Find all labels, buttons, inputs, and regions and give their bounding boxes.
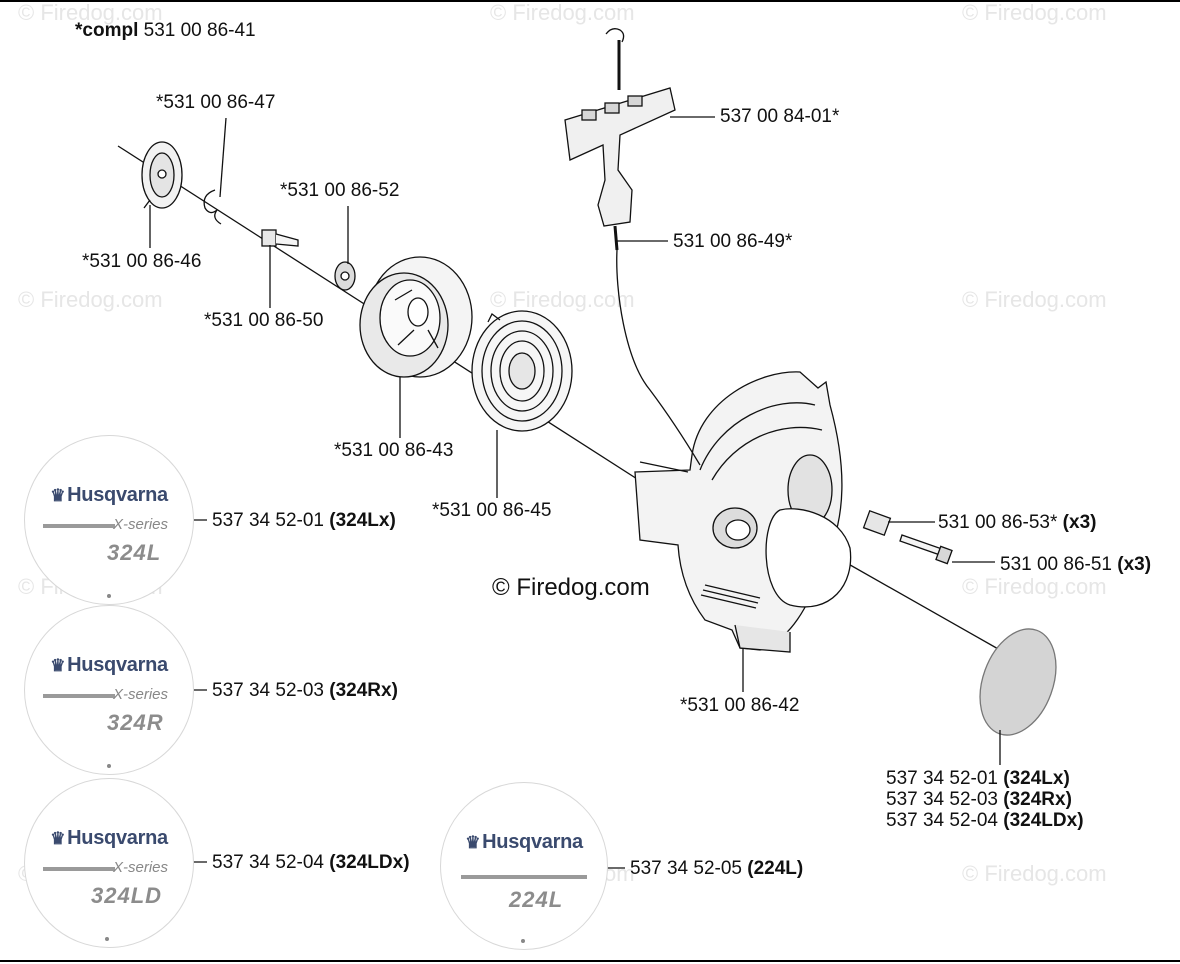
center-watermark: © Firedog.com xyxy=(492,574,650,601)
leader-47 xyxy=(219,117,227,198)
part-label-50: *531 00 86-50 xyxy=(204,310,324,331)
watermark: © Firedog.com xyxy=(490,287,635,312)
pawl-plate xyxy=(141,141,183,209)
decal-series: X-series xyxy=(113,516,169,533)
watermark: © Firedog.com xyxy=(962,861,1107,886)
bottom-border xyxy=(0,960,1180,962)
pawl xyxy=(334,261,356,291)
husqvarna-logo: ♛Husqvarna xyxy=(50,654,168,676)
starter-housing xyxy=(634,371,852,653)
decal-label-2: 537 34 52-03 (324Rx) xyxy=(212,680,398,701)
decal-stripe xyxy=(43,694,115,698)
decal-series: X-series xyxy=(113,686,169,703)
watermark: © Firedog.com xyxy=(490,0,635,25)
decal-stripe xyxy=(461,875,587,879)
part-label-46: *531 00 86-46 xyxy=(82,251,202,272)
watermark: © Firedog.com xyxy=(962,0,1107,25)
part-label-45: *531 00 86-45 xyxy=(432,500,552,521)
compl-label: *compl 531 00 86-41 xyxy=(75,20,256,41)
spring-clip xyxy=(203,189,222,225)
decal-label-4: 537 34 52-05 (224L) xyxy=(630,858,804,879)
decal-label-3: 537 34 52-04 (324LDx) xyxy=(212,852,410,873)
cover-decal-item: 537 34 52-01 (324Lx) xyxy=(886,768,1070,789)
watermark: © Firedog.com xyxy=(18,0,163,25)
crown-icon: ♛ xyxy=(465,833,481,852)
housing-screw xyxy=(899,534,953,565)
decal-324r: ♛Husqvarna X-series 324R xyxy=(24,605,194,775)
husqvarna-logo: ♛Husqvarna xyxy=(50,827,168,849)
decal-dot xyxy=(107,764,111,768)
top-border xyxy=(0,0,1180,2)
decal-dot xyxy=(105,937,109,941)
husqvarna-logo: ♛Husqvarna xyxy=(50,484,168,506)
decal-model: 324L xyxy=(107,540,162,565)
watermark: © Firedog.com xyxy=(962,287,1107,312)
decal-label-1: 537 34 52-01 (324Lx) xyxy=(212,510,396,531)
starter-handle xyxy=(564,28,676,251)
decal-model: 224L xyxy=(509,887,564,912)
crown-icon: ♛ xyxy=(50,656,66,675)
cover-decal-item: 537 34 52-04 (324LDx) xyxy=(886,810,1084,831)
part-label-handle: 537 00 84-01* xyxy=(720,106,840,127)
part-label-43: *531 00 86-43 xyxy=(334,440,454,461)
decal-dot xyxy=(521,939,525,943)
cover-decal xyxy=(979,628,1057,736)
part-label-rope: 531 00 86-49* xyxy=(673,231,793,252)
part-label-screw: 531 00 86-51 (x3) xyxy=(1000,554,1152,575)
decal-model: 324LD xyxy=(91,883,163,908)
husqvarna-logo: ♛Husqvarna xyxy=(465,831,583,853)
rope-pulley xyxy=(359,256,473,378)
decal-series: X-series xyxy=(113,859,169,876)
decal-model: 324R xyxy=(107,710,164,735)
part-label-52: *531 00 86-52 xyxy=(280,180,400,201)
center-screw xyxy=(261,229,299,247)
spacer-bushing xyxy=(862,509,892,537)
part-label-47: *531 00 86-47 xyxy=(156,92,276,113)
cover-decal-item: 537 34 52-03 (324Rx) xyxy=(886,789,1072,810)
decal-224l: ♛Husqvarna 224L xyxy=(440,782,608,950)
part-label-spacer: 531 00 86-53* (x3) xyxy=(938,512,1097,533)
crown-icon: ♛ xyxy=(50,486,66,505)
watermark: © Firedog.com xyxy=(962,574,1107,599)
decal-324l: ♛Husqvarna X-series 324L xyxy=(24,435,194,605)
recoil-spring xyxy=(471,310,573,432)
crown-icon: ♛ xyxy=(50,829,66,848)
decal-stripe xyxy=(43,867,115,871)
decal-324ld: ♛Husqvarna X-series 324LD xyxy=(24,778,194,948)
starter-rope xyxy=(616,249,701,466)
watermark: © Firedog.com xyxy=(18,287,163,312)
decal-dot xyxy=(107,594,111,598)
part-label-42: *531 00 86-42 xyxy=(680,695,800,716)
decal-stripe xyxy=(43,524,115,528)
cover-decal-list: 537 34 52-01 (324Lx) 537 34 52-03 (324Rx… xyxy=(886,768,1084,831)
